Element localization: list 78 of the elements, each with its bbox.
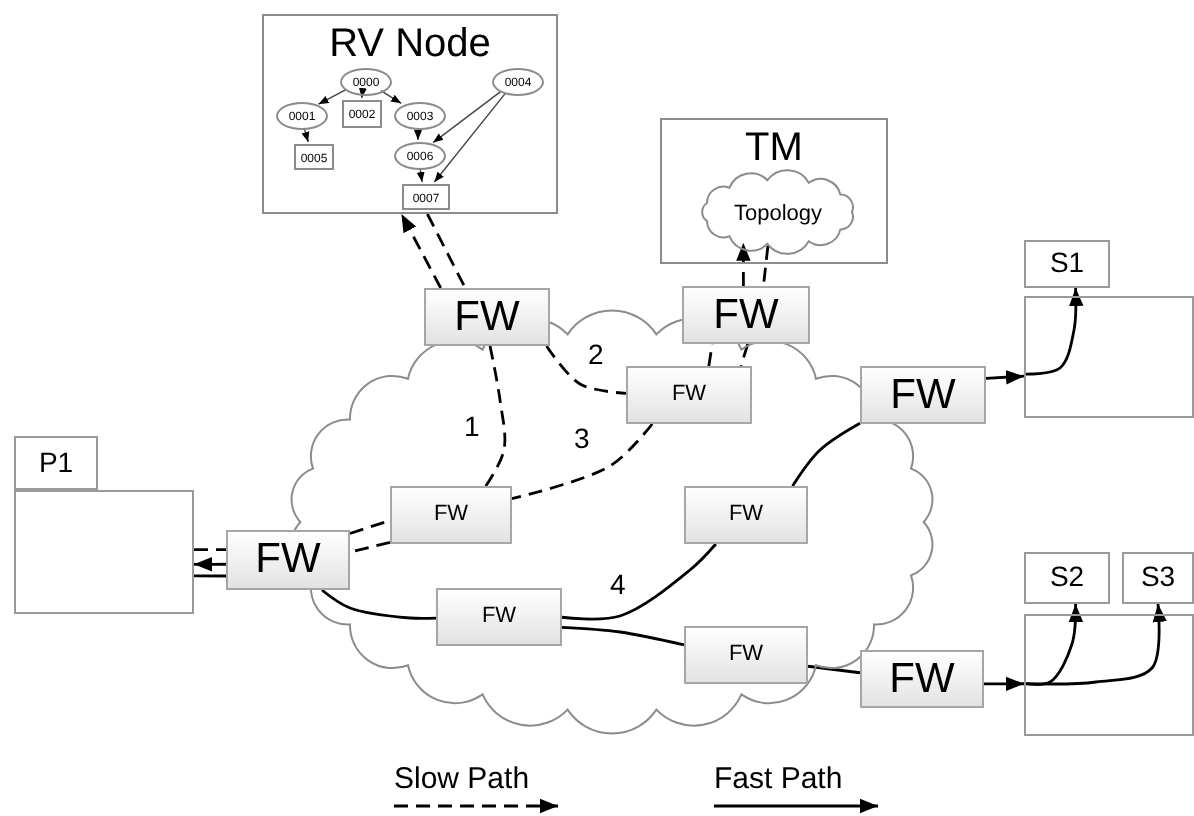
ellipse-node bbox=[276, 102, 328, 130]
legend-label: Slow Path bbox=[394, 762, 530, 796]
connector-line bbox=[762, 245, 770, 287]
arrow bbox=[416, 167, 425, 183]
process-box bbox=[626, 366, 752, 424]
arrow bbox=[380, 89, 402, 105]
arrow bbox=[1024, 287, 1084, 376]
node-label: FW bbox=[728, 502, 764, 528]
record-box bbox=[294, 144, 334, 170]
arrow bbox=[433, 92, 507, 183]
connector-line bbox=[484, 345, 507, 487]
connector-line bbox=[321, 588, 437, 620]
ellipse-node bbox=[394, 142, 446, 170]
connector-line bbox=[545, 345, 627, 395]
node-label: FW bbox=[713, 291, 779, 339]
connector-line bbox=[194, 548, 226, 552]
container-box bbox=[1024, 614, 1194, 736]
node-label: FW bbox=[890, 371, 956, 419]
container-box bbox=[262, 14, 558, 214]
edge-label: 3 bbox=[572, 424, 592, 455]
connector-line bbox=[511, 423, 654, 501]
ellipse-node bbox=[394, 102, 446, 130]
tab-box bbox=[1024, 552, 1110, 604]
container-box bbox=[1024, 296, 1194, 418]
arrow bbox=[301, 127, 310, 143]
record-box bbox=[342, 100, 382, 128]
process-box bbox=[684, 486, 808, 544]
node-label: FW bbox=[728, 642, 764, 668]
connector-line bbox=[807, 664, 861, 675]
node-label: FW bbox=[889, 655, 955, 703]
node-label: S1 bbox=[1049, 248, 1085, 280]
connector-line bbox=[349, 519, 391, 535]
node-label: S3 bbox=[1140, 562, 1176, 594]
process-box bbox=[682, 286, 810, 344]
ellipse-node bbox=[340, 68, 392, 96]
arrow bbox=[432, 90, 502, 144]
connector-line bbox=[561, 543, 717, 621]
arrow bbox=[736, 242, 751, 286]
node-label: RV Node bbox=[329, 22, 491, 66]
arrow bbox=[400, 213, 442, 289]
connector-line bbox=[739, 343, 750, 367]
process-box bbox=[436, 588, 562, 646]
connector-line bbox=[194, 574, 226, 578]
arrow bbox=[317, 89, 347, 105]
tab-box bbox=[14, 436, 98, 490]
connector-line bbox=[791, 421, 861, 487]
node-label: Topology bbox=[733, 202, 823, 228]
process-box bbox=[390, 486, 512, 544]
arrow bbox=[984, 676, 1024, 692]
arrow bbox=[1023, 604, 1083, 686]
arrow bbox=[194, 557, 226, 572]
legend-label: Fast Path bbox=[714, 762, 843, 796]
connector-line bbox=[349, 540, 391, 554]
process-box bbox=[684, 626, 808, 684]
node-label: TM bbox=[745, 126, 803, 170]
ellipse-node bbox=[492, 68, 544, 96]
node-label: FW bbox=[454, 293, 520, 341]
node-label: FW bbox=[255, 536, 321, 584]
node-label: FW bbox=[671, 382, 707, 408]
container-box bbox=[14, 490, 194, 614]
record-box bbox=[402, 184, 450, 210]
node-label: S2 bbox=[1049, 562, 1085, 594]
tab-box bbox=[1122, 552, 1194, 604]
arrow bbox=[359, 87, 367, 99]
node-label: P1 bbox=[38, 447, 74, 479]
arrow bbox=[414, 127, 422, 141]
process-box bbox=[860, 650, 984, 708]
process-box bbox=[860, 366, 986, 424]
arrow bbox=[985, 370, 1025, 385]
process-box bbox=[424, 288, 550, 346]
node-label: FW bbox=[481, 604, 517, 630]
container-box bbox=[660, 118, 888, 264]
process-box bbox=[226, 530, 350, 590]
arrow bbox=[1023, 603, 1167, 686]
connector-line bbox=[561, 625, 685, 647]
connector-line bbox=[426, 213, 467, 289]
tab-box bbox=[1024, 240, 1110, 288]
node-label: FW bbox=[433, 502, 469, 528]
